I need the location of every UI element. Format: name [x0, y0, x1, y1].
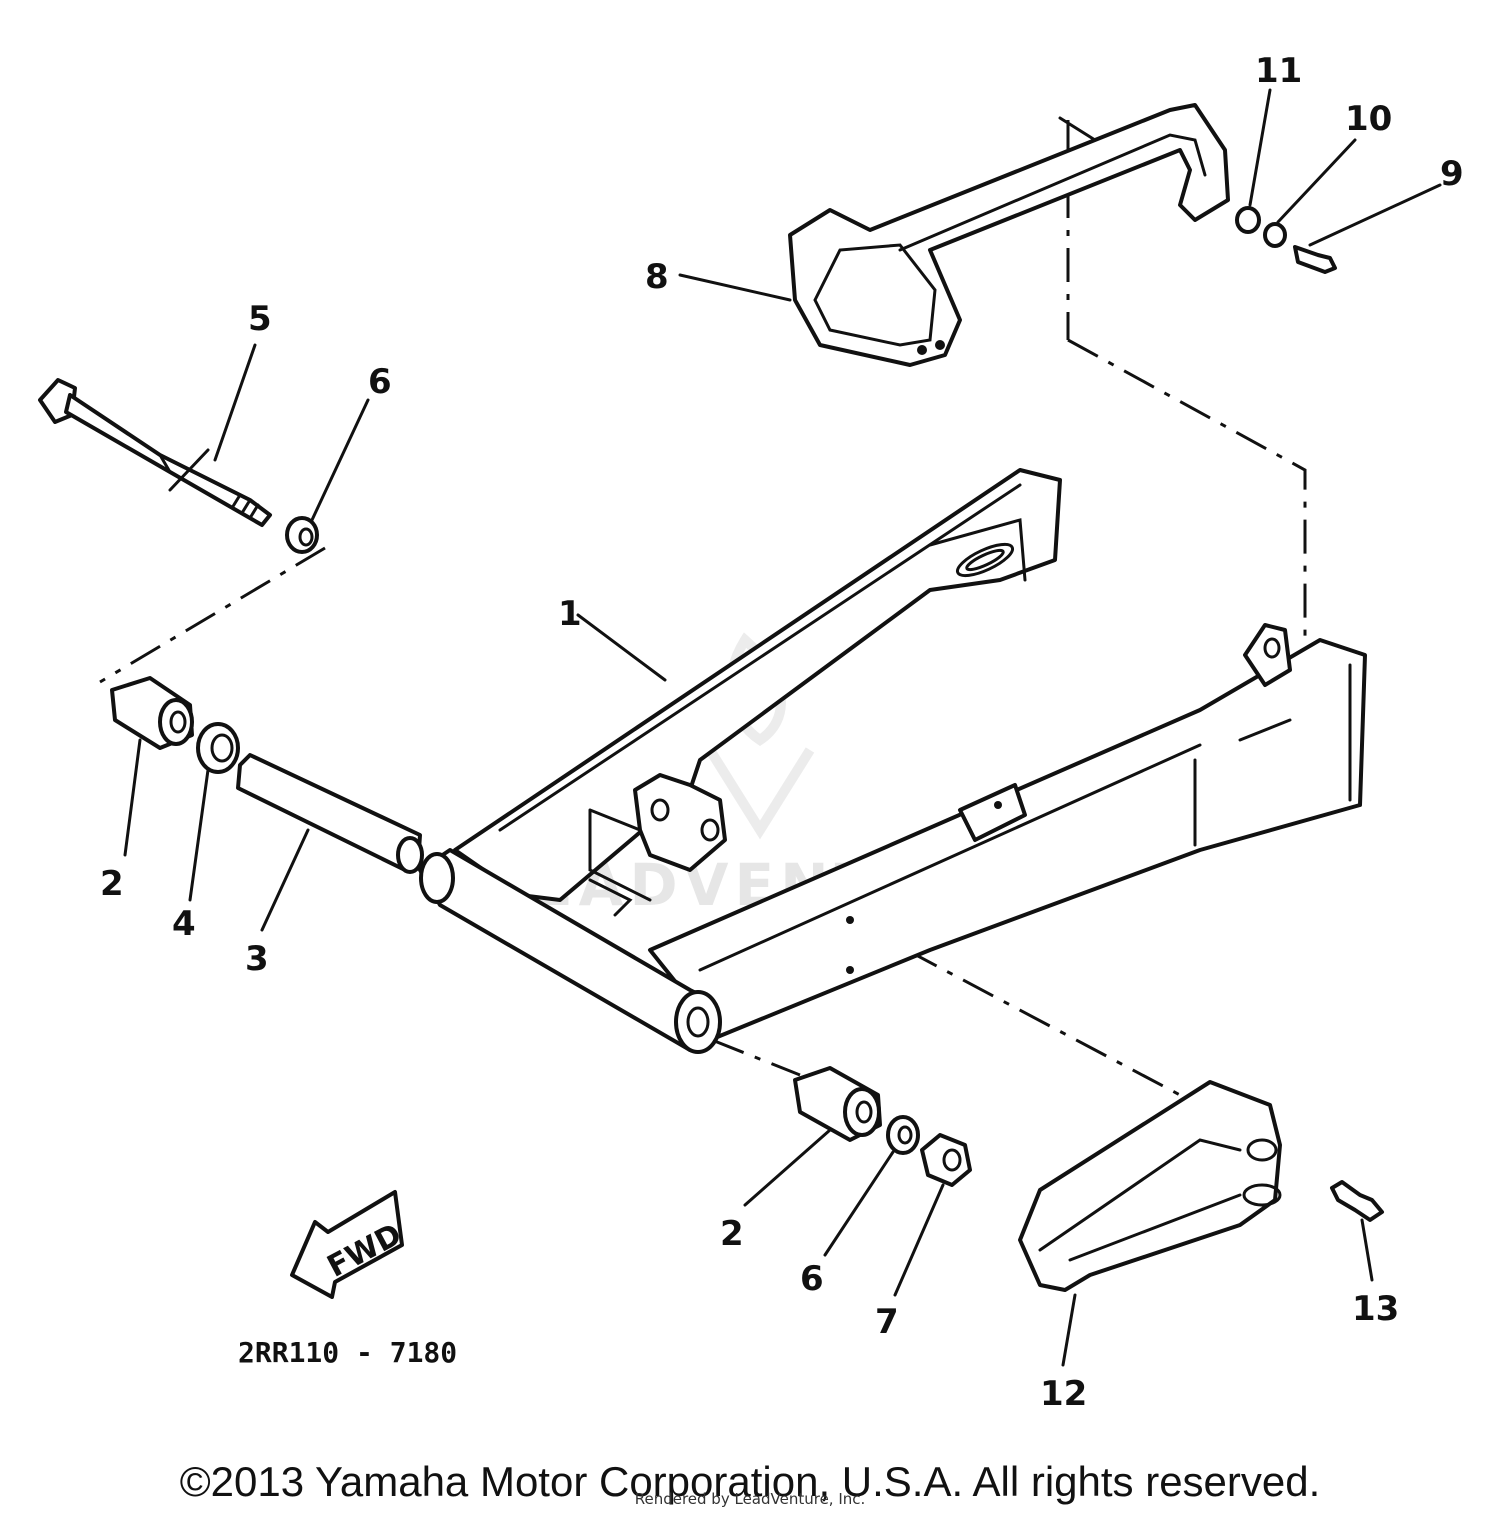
callout-4: 4 — [172, 904, 196, 944]
callout-10: 10 — [1345, 99, 1392, 139]
pivot-bolt-5 — [38, 378, 272, 527]
leader-lines — [123, 88, 1442, 1367]
callout-7: 7 — [875, 1302, 899, 1342]
callout-6-lower: 6 — [800, 1259, 824, 1299]
rendered-by-notice: Rendered by LeadVenture, Inc. — [634, 1490, 866, 1508]
screw-13 — [1330, 1180, 1384, 1222]
callout-6-upper: 6 — [368, 362, 392, 402]
washer-10 — [1263, 222, 1287, 248]
washer-6-upper — [285, 516, 319, 554]
chain-guard-upper — [788, 103, 1230, 367]
fwd-arrow-icon: FWD — [290, 1190, 407, 1299]
nut-7 — [920, 1133, 972, 1187]
callout-2-right: 2 — [720, 1214, 744, 1254]
callout-11: 11 — [1255, 51, 1302, 91]
assembly-lines — [99, 120, 1307, 1097]
callout-9: 9 — [1440, 154, 1464, 194]
nut-11 — [1235, 206, 1261, 234]
washer-6-lower — [886, 1115, 920, 1155]
callout-3: 3 — [245, 939, 269, 979]
callout-1: 1 — [558, 594, 582, 634]
collar-3 — [236, 753, 424, 874]
bushing-2-right — [793, 1066, 882, 1142]
callout-8: 8 — [645, 257, 669, 297]
callout-12: 12 — [1040, 1374, 1087, 1414]
bolt-9 — [1293, 245, 1337, 274]
copyright-notice: ©2013 Yamaha Motor Corporation, U.S.A. A… — [179, 1458, 1321, 1505]
drawing-code: 2RR110 - 7180 — [238, 1336, 457, 1369]
callout-2-left: 2 — [100, 864, 124, 904]
callouts: 1 2 2 3 4 5 6 6 7 8 9 10 11 12 13 — [100, 51, 1464, 1414]
callout-13: 13 — [1352, 1289, 1399, 1329]
callout-5: 5 — [248, 299, 272, 339]
swingarm-1 — [418, 468, 1367, 1054]
bushing-2-left — [110, 676, 194, 750]
chain-guard-lower — [1018, 1080, 1282, 1292]
washer-4 — [196, 722, 240, 774]
